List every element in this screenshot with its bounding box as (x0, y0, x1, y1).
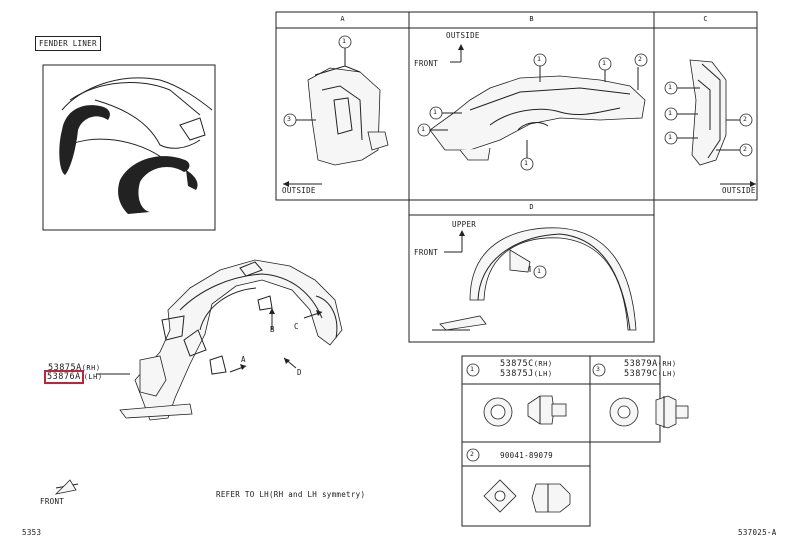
callout-1: 1 (668, 83, 672, 91)
callout-1: 1 (668, 133, 672, 141)
part-number-lh[interactable]: 53876A(LH) (44, 370, 103, 384)
fastener-2-part[interactable]: 90041-89079 (500, 451, 553, 460)
fastener-1-rh[interactable]: 53875C(RH) (500, 359, 553, 369)
callout-1: 1 (537, 267, 541, 275)
part-number-lh-highlight: 53876A (44, 370, 84, 384)
arrow-label-c: C (294, 322, 299, 331)
fastener-3-lh[interactable]: 53879C(LH) (624, 369, 677, 379)
detail-frame-d (408, 199, 655, 343)
callout-circles (283, 35, 753, 462)
refer-note: REFER TO LH(RH and LH symmetry) (216, 490, 366, 499)
callout-1: 1 (433, 108, 437, 116)
fastener-1-num: 1 (470, 365, 474, 373)
main-liner-art (96, 259, 343, 421)
view-d-art (432, 227, 637, 331)
callout-1: 1 (602, 59, 606, 67)
view-d-front-label: FRONT (414, 248, 439, 257)
callout-2: 2 (743, 115, 747, 123)
view-c-header: C (703, 15, 708, 23)
view-b-front-label: FRONT (414, 59, 439, 68)
view-b-art (429, 44, 646, 161)
fastener-1-lh[interactable]: 53875J(LH) (500, 369, 553, 379)
front-label: FRONT (40, 497, 65, 506)
view-b-header: B (529, 15, 534, 23)
view-d-upper-label: UPPER (452, 220, 477, 229)
footer-right-code: 537025-A (738, 528, 777, 537)
arrow-label-b: B (270, 325, 275, 334)
car-thumbnail (59, 77, 213, 214)
callout-2: 2 (638, 55, 642, 63)
fastener-3-rh[interactable]: 53879A(RH) (624, 359, 677, 369)
fastener-3-num: 3 (596, 365, 600, 373)
view-c-art (676, 59, 756, 187)
callout-1: 1 (537, 55, 541, 63)
fender-liner-title: FENDER LINER (35, 36, 101, 51)
callout-1: 1 (342, 37, 346, 45)
fastener-table-art (54, 355, 689, 527)
part-number-rh[interactable]: 53875A(RH) (48, 363, 101, 373)
view-c-outside-label: OUTSIDE (722, 186, 756, 195)
view-a-outside-label: OUTSIDE (282, 186, 316, 195)
view-a-header: A (340, 15, 345, 23)
view-a-art (283, 48, 389, 187)
fastener-2-num: 2 (470, 450, 474, 458)
callout-1: 1 (421, 125, 425, 133)
footer-left-code: 5353 (22, 528, 42, 537)
view-d-header: D (529, 203, 534, 211)
callout-1: 1 (524, 159, 528, 167)
callout-2: 2 (743, 145, 747, 153)
callout-3: 3 (287, 115, 291, 123)
thumbnail-frame (42, 64, 216, 231)
arrow-label-a: A (241, 355, 246, 364)
view-b-outside-label: OUTSIDE (446, 31, 480, 40)
callout-1: 1 (668, 109, 672, 117)
arrow-label-d: D (297, 368, 302, 377)
